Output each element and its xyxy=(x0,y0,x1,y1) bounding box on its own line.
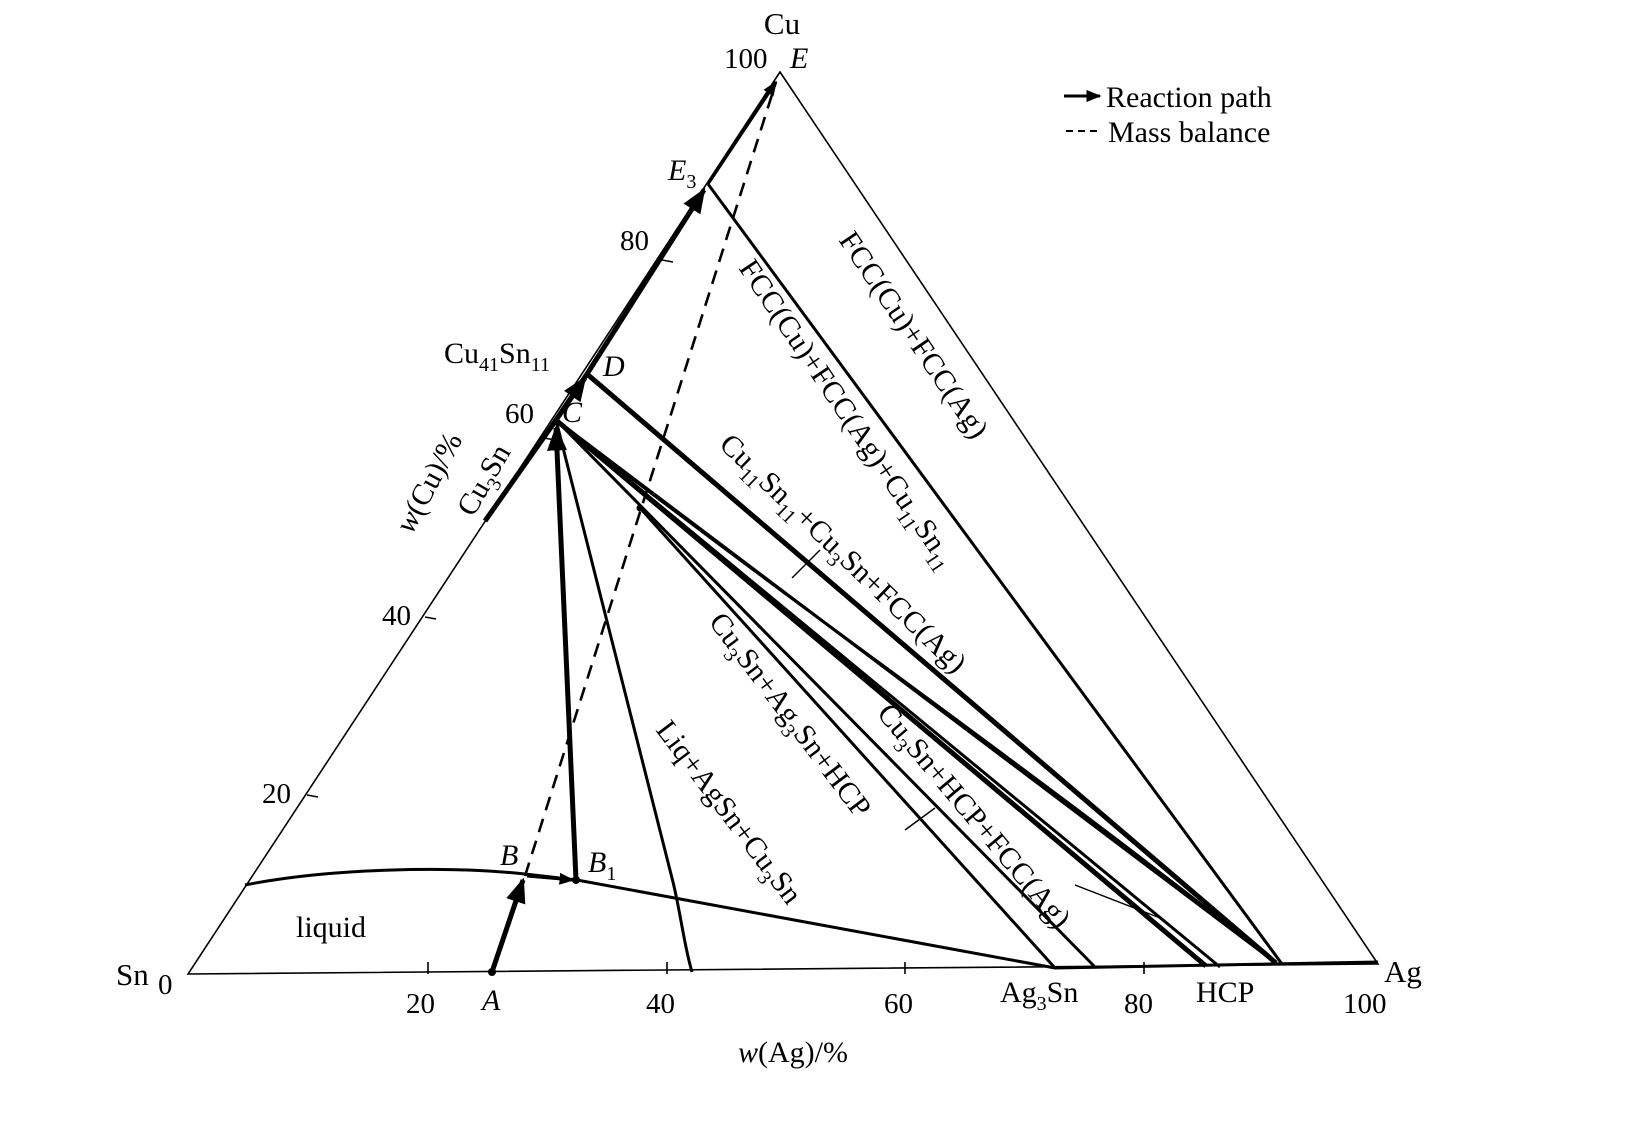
path-d-e3 xyxy=(584,187,707,376)
hcp-label: HCP xyxy=(1196,976,1254,1009)
annotation-strokes xyxy=(791,549,1161,919)
tick-left-80: 80 xyxy=(620,225,649,257)
tick-left-20: 20 xyxy=(262,778,291,810)
liq-agsn-cu3sn-region-label: Liq+AgSn+Cu3Sn xyxy=(645,714,809,914)
tick-left-100: 100 xyxy=(724,43,768,75)
tick-marks xyxy=(306,259,1145,974)
bottom-axis-label: w(Ag)/% xyxy=(738,1036,848,1069)
tick-bottom-80: 80 xyxy=(1124,988,1153,1020)
mass-balance-line xyxy=(523,81,778,877)
legend-mass-balance-label: Mass balance xyxy=(1108,116,1270,149)
liq-boundary-curve xyxy=(554,419,694,973)
ag3sn-label: Ag3Sn xyxy=(1000,976,1078,1015)
point-b1-label: B1 xyxy=(588,846,616,885)
tick-bottom-40: 40 xyxy=(646,988,675,1020)
path-c-d xyxy=(553,375,588,422)
corner-sn-label: Sn xyxy=(116,957,149,992)
point-markers xyxy=(488,504,644,976)
point-e-label: E xyxy=(789,42,808,75)
tick-left-60: 60 xyxy=(505,398,534,430)
legend: Reaction path Mass balance xyxy=(1064,81,1272,149)
liquid-region-label: liquid xyxy=(296,911,366,944)
path-b1-c xyxy=(547,425,579,881)
tick-bottom-0: 0 xyxy=(158,969,173,1001)
liquidus-curve xyxy=(244,867,1379,970)
tick-bottom-100: 100 xyxy=(1343,988,1387,1020)
fcc-fcc-cu11sn11-region-label: FCC(Cu)+FCC(Ag)+Cu11Sn11 xyxy=(727,253,963,577)
corner-cu-label: Cu xyxy=(764,6,800,41)
point-b-label: B xyxy=(500,839,518,872)
tick-bottom-60: 60 xyxy=(884,988,913,1020)
cu3sn-segment xyxy=(482,418,559,523)
tick-bottom-20: 20 xyxy=(406,988,435,1020)
point-e3-label: E3 xyxy=(667,154,696,193)
point-c-label: C xyxy=(562,396,583,429)
left-axis-label: w(Cu)/% xyxy=(389,427,469,538)
path-e3-e xyxy=(706,80,778,185)
path-a-b xyxy=(489,877,526,973)
cu41sn11-label: Cu41Sn11 xyxy=(444,337,550,376)
legend-reaction-path-label: Reaction path xyxy=(1106,81,1272,114)
point-d-label: D xyxy=(602,350,625,383)
tick-left-40: 40 xyxy=(382,600,411,632)
path-b-b1 xyxy=(526,872,575,885)
corner-ag-label: Ag xyxy=(1384,954,1422,989)
point-a-label: A xyxy=(480,984,501,1017)
ternary-triangle-frame xyxy=(186,70,1380,975)
tie-lines xyxy=(554,183,1284,970)
reaction-path xyxy=(489,80,778,973)
